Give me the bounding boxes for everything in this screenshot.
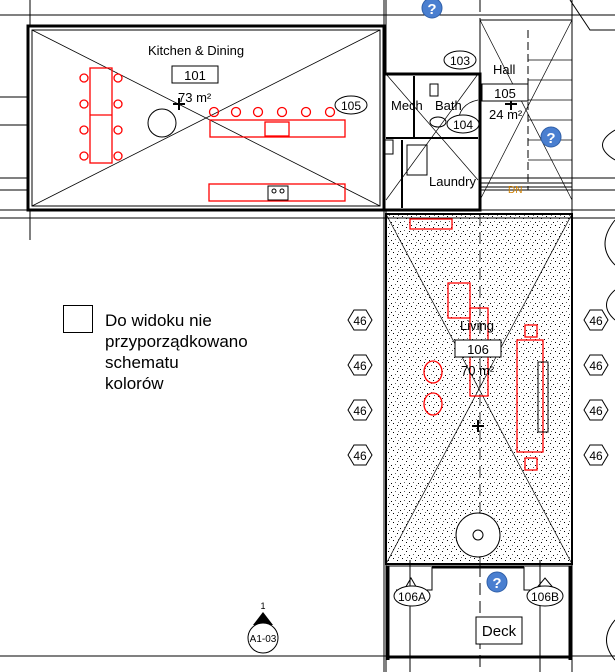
room-number-box xyxy=(481,83,529,102)
svg-text:?: ? xyxy=(427,1,436,18)
legend-swatch xyxy=(63,305,93,333)
room-name-living: Living xyxy=(460,318,494,333)
svg-text:?: ? xyxy=(492,575,501,592)
room-area-hall: 24 m² xyxy=(489,107,523,122)
door-tag-106a[interactable]: 106A xyxy=(393,585,431,607)
room-number-living[interactable]: 106 xyxy=(467,342,489,357)
window-tags[interactable]: 46 46 46 46 46 46 46 46 xyxy=(347,309,609,466)
room-number-box xyxy=(454,339,502,358)
help-icon[interactable]: ? xyxy=(421,0,443,19)
window-tag-text: 46 xyxy=(353,359,367,373)
room-label-box-deck xyxy=(475,616,523,645)
section-marker[interactable]: 1 A1-03 xyxy=(247,601,279,654)
window-tag: 46 xyxy=(347,399,373,421)
help-icon[interactable]: ? xyxy=(540,126,562,148)
svg-text:?: ? xyxy=(546,130,555,147)
door-tag-105[interactable]: 105 xyxy=(334,95,368,115)
kitchen-dining-room[interactable] xyxy=(26,24,386,212)
room-name-mech: Mech xyxy=(391,98,423,113)
door-tag-text: 106A xyxy=(398,590,426,604)
window-tag-text: 46 xyxy=(353,449,367,463)
color-scheme-legend: Do widoku nie przyporządkowano schematu … xyxy=(63,305,248,394)
stair-direction-label: DN xyxy=(508,185,522,196)
room-number-kitchen[interactable]: 101 xyxy=(184,68,206,83)
living-room[interactable] xyxy=(385,213,573,565)
section-number: 1 xyxy=(260,601,265,611)
window-tag-text: 46 xyxy=(353,404,367,418)
room-name-deck[interactable]: Deck xyxy=(482,623,517,640)
door-tag-106b[interactable]: 106B xyxy=(526,585,564,607)
window-tag-text: 46 xyxy=(353,314,367,328)
door-tag-103[interactable]: 103 xyxy=(443,50,477,70)
door-tag-text: 103 xyxy=(450,54,470,68)
legend-text: Do widoku nie przyporządkowano schematu … xyxy=(105,310,248,394)
room-name-hall: Hall xyxy=(493,62,516,77)
furniture xyxy=(79,67,544,471)
window-tag-text: 46 xyxy=(589,404,603,418)
service-core xyxy=(382,19,573,212)
door-tag-text: 106B xyxy=(531,590,559,604)
deck-area[interactable] xyxy=(386,565,572,660)
room-name-kitchen: Kitchen & Dining xyxy=(148,43,244,58)
room-name-bath: Bath xyxy=(435,98,462,113)
room-name-laundry: Laundry xyxy=(429,174,476,189)
room-number-box xyxy=(171,65,219,84)
window-tag: 46 xyxy=(583,309,609,331)
site-curves xyxy=(569,0,615,661)
legend-line: kolorów xyxy=(105,374,164,393)
door-tag-104[interactable]: 104 xyxy=(446,114,480,134)
legend-line: schematu xyxy=(105,353,179,372)
window-tag-text: 46 xyxy=(589,449,603,463)
legend-line: przyporządkowano xyxy=(105,332,248,351)
window-tag: 46 xyxy=(347,309,373,331)
window-tag: 46 xyxy=(583,444,609,466)
door-tag-text: 105 xyxy=(341,99,361,113)
window-tag-text: 46 xyxy=(589,359,603,373)
help-icon[interactable]: ? xyxy=(486,571,508,593)
door-tag-text: 104 xyxy=(453,118,473,132)
legend-line: Do widoku nie xyxy=(105,311,212,330)
window-tag: 46 xyxy=(583,399,609,421)
room-area-living: 70 m² xyxy=(461,363,495,378)
window-tag: 46 xyxy=(347,354,373,376)
room-area-kitchen: 73 m² xyxy=(178,90,212,105)
appliances xyxy=(147,108,549,433)
window-tag-text: 46 xyxy=(589,314,603,328)
room-number-hall[interactable]: 105 xyxy=(494,86,516,101)
window-tag: 46 xyxy=(347,444,373,466)
window-tag: 46 xyxy=(583,354,609,376)
section-sheet: A1-03 xyxy=(250,634,277,645)
